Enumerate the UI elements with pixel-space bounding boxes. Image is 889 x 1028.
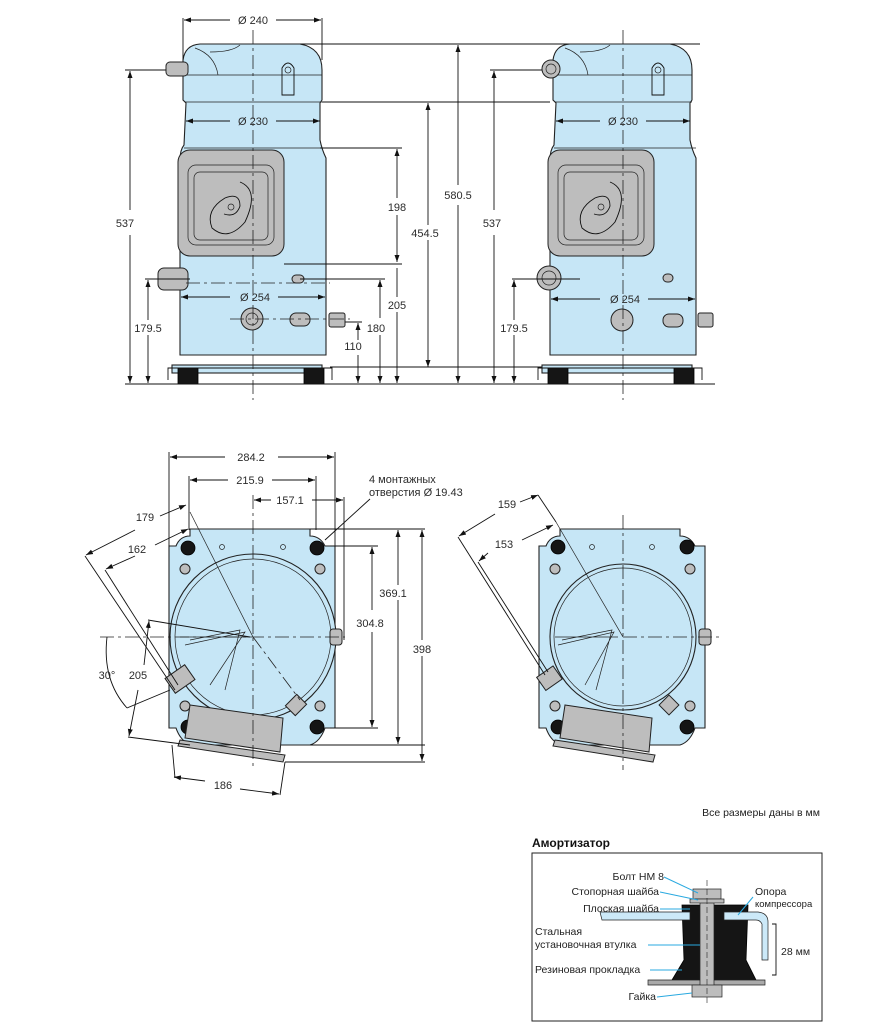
mounting-hole bbox=[679, 719, 695, 735]
holes-note-line2: отверстия Ø 19.43 bbox=[369, 487, 463, 499]
terminal-box bbox=[184, 704, 284, 753]
dim-height-180: 180 bbox=[367, 323, 385, 335]
units-note: Все размеры даны в мм bbox=[702, 807, 820, 819]
dim-radius-153: 153 bbox=[495, 539, 513, 551]
holes-note-line1: 4 монтажных bbox=[369, 474, 436, 486]
side-view-left: Ø 240 Ø 230 Ø 254 537 179.5 110 180 bbox=[116, 15, 700, 400]
dim-height-580-5: 580.5 bbox=[444, 190, 472, 202]
shock-absorber-detail: Амортизатор 28 мм Болт HM 8 Стопорная ша… bbox=[531, 836, 823, 1022]
dim-height-454-5: 454.5 bbox=[411, 228, 439, 240]
dim-height-537: 537 bbox=[116, 218, 134, 230]
dim-width-186: 186 bbox=[214, 780, 232, 792]
dim-height-179-5: 179.5 bbox=[500, 323, 528, 335]
dim-diameter-254: Ø 254 bbox=[240, 292, 270, 304]
dim-radius-162: 162 bbox=[128, 544, 146, 556]
mounting-hole bbox=[679, 539, 695, 555]
top-view-right: 159 153 bbox=[457, 494, 720, 770]
dim-radius-179: 179 bbox=[136, 512, 154, 524]
mounting-hole bbox=[309, 719, 325, 735]
scroll-logo-icon bbox=[209, 181, 252, 235]
dim-radius-159: 159 bbox=[498, 499, 516, 511]
label-lock-washer: Стопорная шайба bbox=[572, 886, 660, 898]
discharge-rotolock bbox=[536, 265, 562, 291]
foot-mount-right bbox=[303, 367, 325, 385]
mounting-hole bbox=[180, 540, 196, 556]
label-sleeve-line1: Стальная bbox=[535, 926, 582, 938]
shock-absorber-title: Амортизатор bbox=[532, 836, 610, 850]
mounting-hole bbox=[550, 539, 566, 555]
dim-height-369-1: 369.1 bbox=[379, 588, 407, 600]
dim-height-110: 110 bbox=[344, 341, 362, 353]
dim-diameter-230: Ø 230 bbox=[238, 116, 268, 128]
dim-height-304-8: 304.8 bbox=[356, 618, 384, 630]
scroll-logo-icon bbox=[579, 181, 622, 235]
terminal-box bbox=[559, 704, 653, 753]
label-support-line1: Опора bbox=[755, 886, 787, 898]
dim-height-179-5: 179.5 bbox=[134, 323, 162, 335]
dim-height-537: 537 bbox=[483, 218, 501, 230]
dim-width-157-1: 157.1 bbox=[276, 495, 304, 507]
dim-height-198: 198 bbox=[388, 202, 406, 214]
detail-frame bbox=[531, 852, 823, 1022]
terminal-cover bbox=[547, 149, 655, 257]
dim-diameter-230: Ø 230 bbox=[608, 116, 638, 128]
side-view-right: Ø 230 Ø 254 537 179.5 bbox=[483, 30, 715, 400]
dim-height-398: 398 bbox=[413, 644, 431, 656]
suction-fitting bbox=[165, 61, 189, 77]
dim-diameter-254: Ø 254 bbox=[610, 294, 640, 306]
label-sleeve-line2: установочная втулка bbox=[535, 939, 637, 951]
label-nut: Гайка bbox=[629, 991, 657, 1003]
sight-glass bbox=[610, 308, 634, 332]
top-view-left: 284.2 215.9 157.1 4 монтажных отверстия … bbox=[84, 452, 463, 796]
label-flat-washer: Плоская шайба bbox=[583, 903, 659, 915]
terminal-cover bbox=[177, 149, 285, 257]
dim-width-215-9: 215.9 bbox=[236, 475, 264, 487]
label-bolt: Болт HM 8 bbox=[613, 871, 665, 883]
label-support-line2: компрессора bbox=[755, 899, 813, 910]
height-28mm-label: 28 мм bbox=[781, 946, 810, 958]
foot-mount-left bbox=[177, 367, 199, 385]
dim-radius-205: 205 bbox=[129, 670, 147, 682]
dim-angle-30: 30° bbox=[99, 670, 116, 682]
dim-width-284-2: 284.2 bbox=[237, 452, 265, 464]
lifting-lug bbox=[281, 62, 295, 96]
dim-height-205: 205 bbox=[388, 300, 406, 312]
suction-rotolock bbox=[541, 59, 561, 79]
mounting-hole bbox=[309, 540, 325, 556]
dim-diameter-240: Ø 240 bbox=[238, 15, 268, 27]
label-rubber-pad: Резиновая прокладка bbox=[535, 964, 640, 976]
